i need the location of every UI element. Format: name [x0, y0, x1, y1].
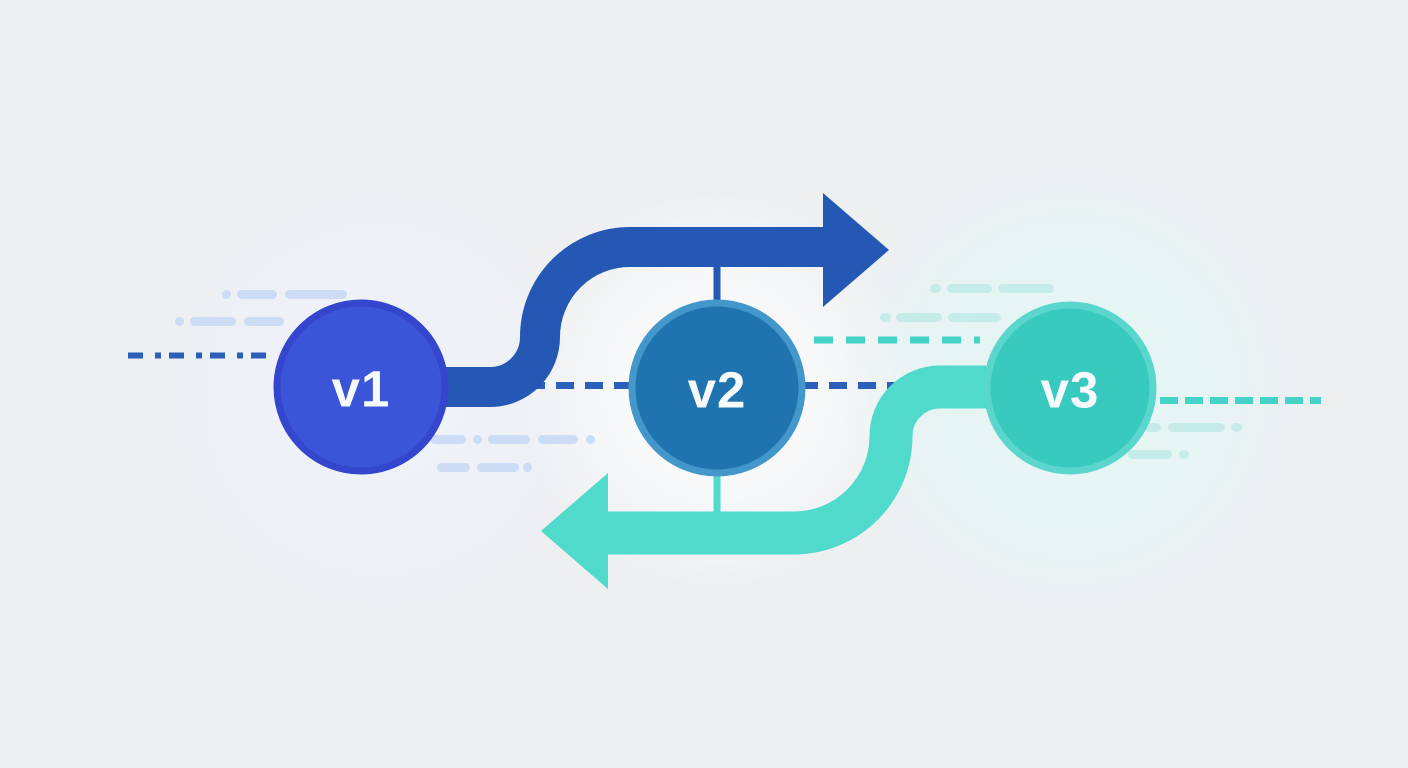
- speed-pill: [538, 435, 578, 444]
- speed-pill: [1168, 423, 1225, 432]
- speed-pill: [190, 317, 236, 326]
- speed-pill: [948, 313, 1001, 322]
- speed-pill: [285, 290, 347, 299]
- speed-pill: [930, 284, 941, 293]
- speed-pill: [488, 435, 530, 444]
- speed-dashes-v1: [175, 290, 595, 472]
- node-v1: v1: [273, 299, 449, 475]
- speed-pill: [523, 463, 532, 472]
- backward-arrow: [541, 365, 986, 589]
- backward-arrow-path: [608, 365, 986, 555]
- speed-pill: [477, 463, 519, 472]
- speed-pill: [175, 317, 184, 326]
- speed-dashes-v3: [880, 284, 1242, 459]
- forward-arrow-head: [823, 193, 889, 307]
- speed-pill: [896, 313, 942, 322]
- speed-pill: [437, 463, 470, 472]
- speed-pill: [430, 435, 466, 444]
- speed-pill: [244, 317, 284, 326]
- backward-arrow-head: [541, 473, 608, 589]
- speed-pill: [222, 290, 231, 299]
- node-v2-label: v2: [688, 362, 747, 419]
- speed-pill: [947, 284, 992, 293]
- speed-pill: [237, 290, 277, 299]
- speed-pill: [1179, 450, 1189, 459]
- node-v3-label: v3: [1041, 362, 1100, 419]
- forward-arrow-path: [440, 227, 823, 407]
- node-v2-circle: [628, 299, 806, 477]
- speed-pill: [473, 435, 482, 444]
- speed-pill: [1144, 423, 1161, 432]
- speed-pill: [880, 313, 891, 322]
- node-v3-circle: [983, 301, 1157, 475]
- speed-pill: [1128, 450, 1172, 459]
- speed-pill: [586, 435, 595, 444]
- node-v1-label: v1: [332, 361, 391, 418]
- forward-arrow: [440, 193, 889, 407]
- node-v2: v2: [628, 299, 806, 477]
- node-v3: v3: [983, 301, 1157, 475]
- speed-pill: [998, 284, 1054, 293]
- node-v1-circle: [273, 299, 449, 475]
- speed-pill: [1231, 423, 1242, 432]
